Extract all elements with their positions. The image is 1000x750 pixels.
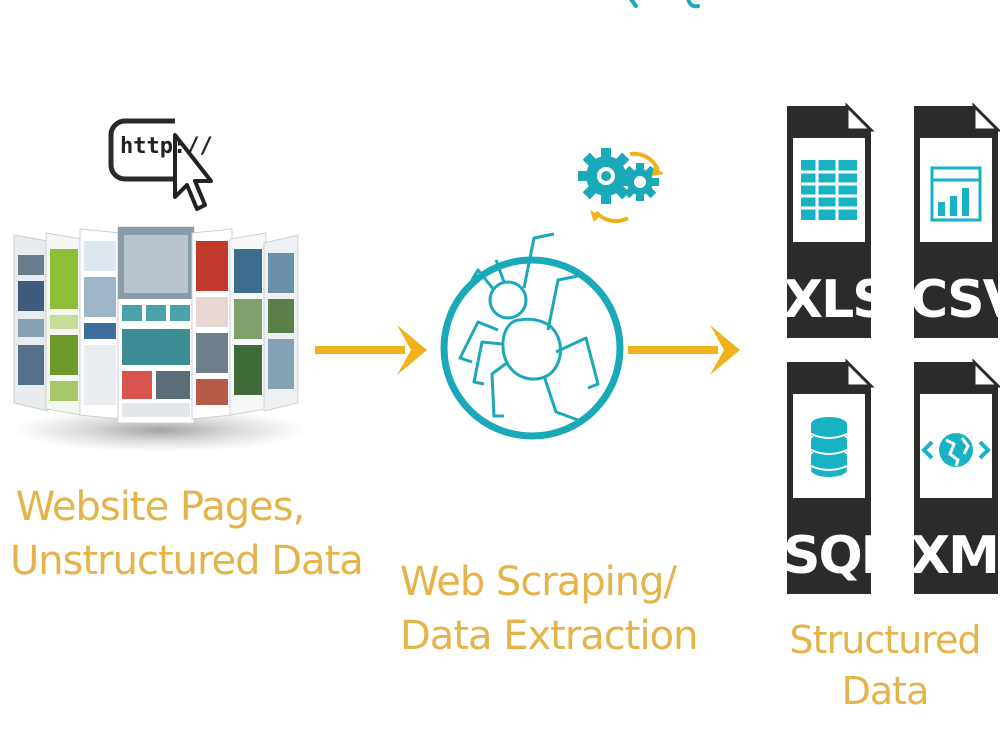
gears-icon <box>578 148 664 224</box>
file-label-xls: XLS <box>783 270 890 330</box>
url-text: http:// <box>120 134 213 159</box>
file-csv: CSV <box>910 102 1000 342</box>
file-xml: XML <box>910 358 1000 598</box>
source-caption: Website Pages, Unstructured Data <box>10 480 364 588</box>
scraper-circle <box>440 256 624 440</box>
file-label-xml: XML <box>910 526 1000 586</box>
bar-chart-sheet-icon <box>930 166 982 222</box>
file-label-csv: CSV <box>910 270 1000 330</box>
flow-arrow-2 <box>628 325 740 375</box>
process-caption-line1: Web Scraping/ <box>400 559 677 605</box>
source-caption-line2: Unstructured Data <box>10 538 364 584</box>
title-fragment <box>629 0 700 9</box>
flow-arrow-1 <box>315 325 427 375</box>
website-pages-collage <box>10 226 310 452</box>
process-caption: Web Scraping/ Data Extraction <box>400 555 698 663</box>
spreadsheet-table-icon <box>801 160 857 220</box>
mouse-pointer-icon <box>173 133 213 211</box>
url-bar <box>108 115 213 211</box>
file-label-sql: SQL <box>783 526 894 586</box>
scraper-diagram <box>440 148 664 440</box>
spider-icon <box>458 232 600 422</box>
database-icon <box>811 417 847 477</box>
output-caption: Structured Data <box>789 618 982 714</box>
source-caption-line1: Website Pages, <box>15 484 306 530</box>
process-caption-line2: Data Extraction <box>400 613 698 659</box>
globe-code-icon <box>921 433 991 467</box>
file-sql: SQL <box>783 358 894 598</box>
file-xls: XLS <box>783 102 890 342</box>
